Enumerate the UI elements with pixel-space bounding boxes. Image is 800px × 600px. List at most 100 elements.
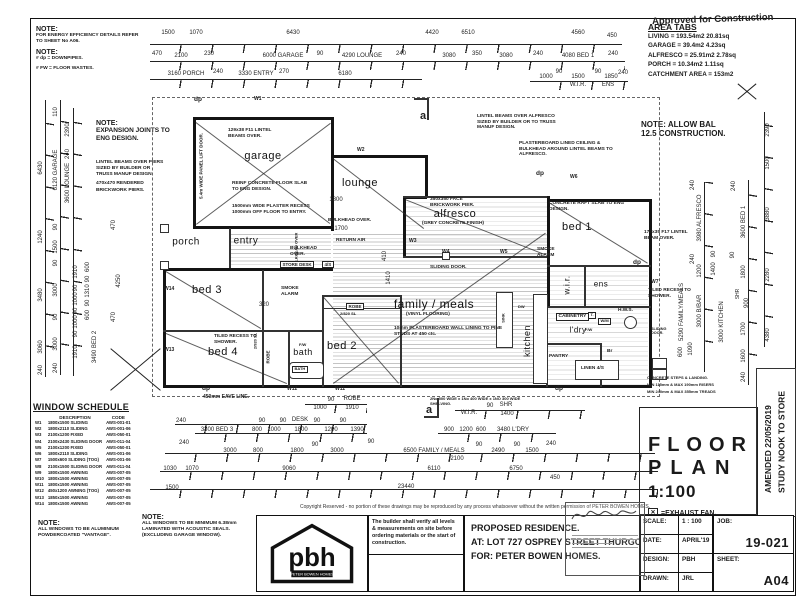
wall	[547, 199, 651, 202]
exhaust-fan-label: =EXHAUST FAN.	[661, 509, 717, 517]
dim-label: 4250	[116, 274, 122, 288]
dim-label: 320	[258, 302, 270, 308]
dimension-line	[764, 112, 773, 347]
dim-label: 90	[53, 259, 59, 267]
room-label: kitchen	[522, 324, 532, 358]
dim-label: 470	[111, 219, 117, 231]
section-marker-line	[437, 398, 439, 418]
copyright-line: Copyright Reserved - no portion of these…	[300, 504, 651, 510]
note-heading: NOTE:	[142, 514, 164, 521]
hot-water-system	[624, 316, 637, 329]
dim-label: 4420	[425, 30, 439, 36]
floor-plan-title: PLAN	[648, 457, 739, 479]
dim-label: 1500	[525, 448, 539, 454]
wall	[262, 270, 264, 387]
plan-annotation: W13	[164, 347, 175, 353]
wall	[193, 226, 333, 229]
dimension-line	[73, 108, 82, 376]
plan-annotation: 2/820 SL	[340, 311, 357, 316]
plan-annotation: W4	[442, 249, 450, 255]
floor-plan-title: FLOOR	[648, 434, 753, 456]
dimension-line	[150, 489, 658, 498]
dim-label: 450	[606, 33, 618, 39]
area-line-porch: PORCH = 10.34m2 1.11sq	[648, 61, 724, 69]
dim-label: 90	[85, 299, 91, 307]
dim-label: 800	[251, 427, 263, 433]
stamp-text-line	[572, 539, 638, 540]
plan-annotation: SMOKE ALARM	[281, 286, 299, 297]
dim-label: 90	[711, 250, 717, 258]
job-label: JOB:	[717, 518, 733, 525]
dim-label: 3880	[765, 207, 771, 221]
cross-mark	[103, 340, 168, 398]
area-line-catchment: CATCHMENT AREA = 153m2	[648, 70, 734, 78]
dim-label: 240	[690, 179, 696, 191]
linen-cupboard	[575, 360, 619, 380]
dim-label: 90	[594, 69, 602, 75]
dim-label: 1310	[85, 284, 91, 298]
area-tabs: AREA TABS LIVING = 193.54m2 20.81sq GARA…	[648, 22, 794, 79]
pbh-logo-graphic: pbh PETER BOWEN HOMES	[270, 523, 354, 583]
brick-pier	[442, 252, 450, 260]
dim-label: 2100	[174, 53, 188, 59]
dim-label: 3080	[499, 53, 513, 59]
room-label: bed 2	[326, 340, 358, 352]
note-heading: NOTE:	[36, 26, 58, 33]
dim-label: 1910	[73, 265, 79, 279]
room-label: bed 4	[207, 346, 239, 358]
dim-label: 6500 FAMILY / MEALS	[403, 448, 465, 454]
stamp-text-line	[572, 535, 638, 536]
plan-annotation: T.	[588, 312, 597, 319]
area-line-living: LIVING = 193.54m2 20.81sq	[648, 33, 730, 40]
date-value: APRIL'19	[682, 537, 710, 544]
note-body: EXPANSION JOINTS TO ENG DESIGN.	[96, 127, 170, 143]
dim-label: 2490	[491, 448, 505, 454]
plan-annotation: SLIDING DOOR.	[651, 327, 667, 336]
dim-label: 90	[311, 442, 319, 448]
amendment-note: AMENDED 22/05/2019 STUDY NOOK TO STORE	[756, 368, 796, 517]
dimension-line	[438, 433, 556, 442]
dim-label: 9060	[282, 466, 296, 472]
svg-text:pbh: pbh	[288, 544, 335, 572]
note-expansion: NOTE: EXPANSION JOINTS TO ENG DESIGN.	[96, 120, 181, 143]
project-line: PROPOSED RESIDENCE.	[471, 523, 580, 533]
dim-label: 1910	[345, 405, 359, 411]
kitchen-bench	[533, 294, 548, 384]
dim-label: 2390	[765, 123, 771, 137]
dim-label: 4560	[571, 30, 585, 36]
project-line: AT: LOT 727 OSPREY STREET THURGOONA.	[471, 536, 665, 547]
room-label: entry	[233, 235, 259, 247]
dimension-line	[704, 182, 713, 372]
plan-annotation: W1	[254, 96, 262, 102]
dim-label: 230	[203, 51, 215, 57]
dim-label: 90	[486, 403, 494, 409]
dim-label: 600	[475, 427, 487, 433]
wall	[322, 295, 324, 387]
dim-label: 1800	[290, 448, 304, 454]
dim-label: 600	[678, 346, 684, 358]
plan-annotation: dp	[536, 170, 544, 177]
dimension-line	[150, 79, 422, 88]
dim-label: 240	[395, 51, 407, 57]
plan-annotation: MIN 240mm & MAX 355mm TREADS	[647, 389, 716, 394]
dimension-line	[160, 471, 658, 480]
note-body: ALL WINDOWS TO BE MINIMUM 6.38mm LAMINAT…	[142, 521, 237, 539]
plan-annotation: W5	[500, 249, 508, 255]
plan-annotation: DW	[518, 304, 525, 309]
dim-label: 1240	[38, 230, 44, 244]
sheet-border	[30, 18, 796, 596]
dim-label: 3480	[38, 288, 44, 302]
dimension-line	[305, 404, 367, 413]
plan-annotation: 170x35 F17 LINTEL BEAM OVER.	[644, 230, 688, 241]
dim-label: 240	[175, 418, 187, 424]
dim-label: 1500	[165, 485, 179, 491]
wall	[288, 330, 290, 387]
plan-annotation: a	[426, 404, 433, 416]
plan-annotation: RETURN AIR	[336, 238, 366, 243]
room-label: porch	[172, 236, 200, 248]
